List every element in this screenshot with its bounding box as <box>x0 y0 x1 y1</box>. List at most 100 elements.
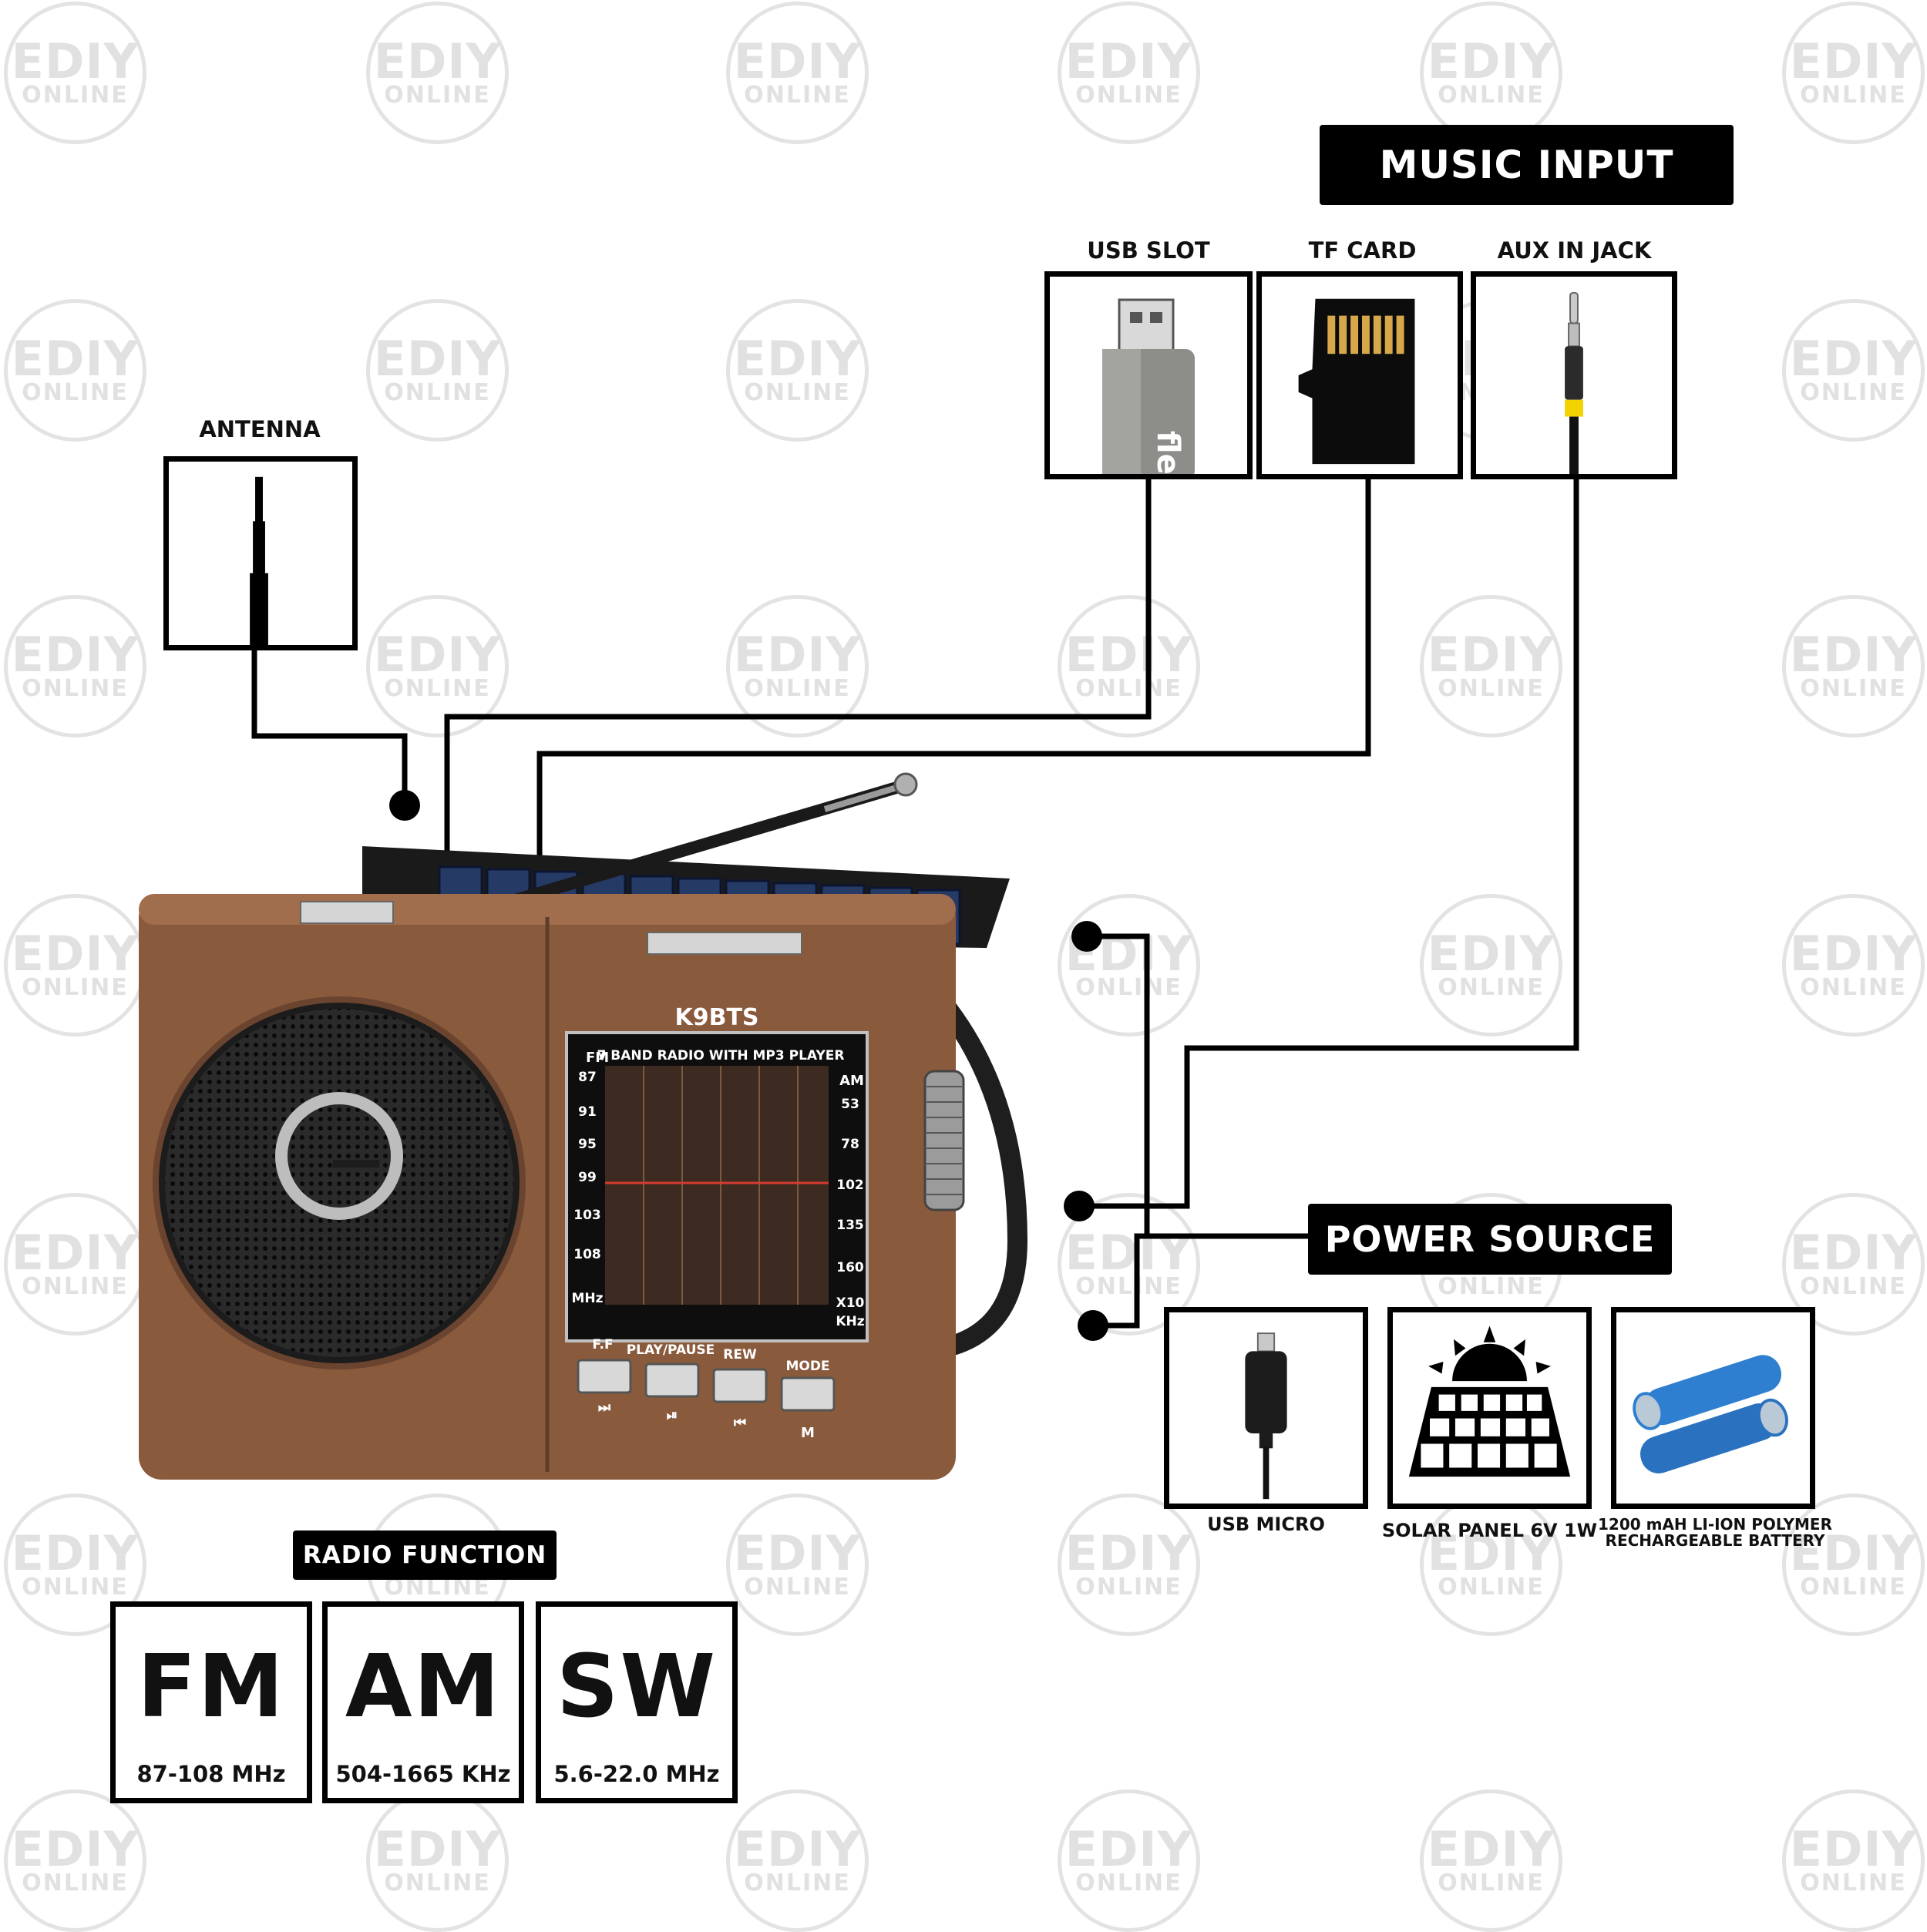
watermark-line2: ONLINE <box>1438 1272 1545 1300</box>
fm-scale-91: 91 <box>578 1104 597 1120</box>
mode-button-label: MODE <box>785 1359 829 1374</box>
watermark-line2: ONLINE <box>744 1573 851 1601</box>
watermark-line1: EDIY <box>11 32 140 89</box>
aux-jack-box <box>1471 271 1677 479</box>
watermark-line1: EDIY <box>1427 32 1555 89</box>
mode-symbol: M <box>801 1425 815 1441</box>
watermark-line2: ONLINE <box>1075 973 1182 1001</box>
band-sw-name: SW <box>556 1637 718 1737</box>
usb-connector <box>444 478 1152 886</box>
watermark-line1: EDIY <box>1064 32 1193 89</box>
watermark-line2: ONLINE <box>1438 81 1545 109</box>
watermark-line1: EDIY <box>11 1224 140 1281</box>
watermark-line1: EDIY <box>1427 925 1555 982</box>
solar-panel-label: SOLAR PANEL 6V 1W <box>1381 1520 1598 1541</box>
radio-dial-subtitle: 7 BAND RADIO WITH MP3 PLAYER <box>597 1048 845 1063</box>
play-pause-button <box>644 1362 700 1398</box>
watermark-line1: EDIY <box>1789 1524 1918 1581</box>
am-label: AM <box>839 1073 864 1089</box>
rew-button <box>712 1368 768 1403</box>
watermark-line1: EDIY <box>733 330 862 387</box>
usb-brand-text: fle <box>1150 431 1185 474</box>
radio-illustration: K9BTS 7 BAND RADIO WITH MP3 PLAYER FM AM… <box>131 763 1079 1487</box>
watermark-line1: EDIY <box>1064 1820 1193 1877</box>
antenna-box <box>163 456 358 650</box>
watermark-line1: EDIY <box>733 1820 862 1877</box>
watermark-line2: ONLINE <box>22 1573 129 1601</box>
radio-brand: K9BTS <box>674 1004 758 1031</box>
watermark-line2: ONLINE <box>384 378 491 406</box>
music-input-title: MUSIC INPUT <box>1379 143 1674 187</box>
band-fm-name: FM <box>137 1637 285 1737</box>
watermark-line1: EDIY <box>733 1524 862 1581</box>
band-am-box: AM 504-1665 KHz <box>322 1601 524 1803</box>
play-pause-button-label: PLAY/PAUSE <box>627 1342 715 1358</box>
am-scale-135: 135 <box>836 1218 864 1233</box>
watermark-line1: EDIY <box>733 32 862 89</box>
music-input-banner: MUSIC INPUT <box>1320 125 1734 205</box>
fm-scale-99: 99 <box>578 1170 597 1185</box>
rew-symbol: ⏮ <box>734 1415 746 1431</box>
watermark-line2: ONLINE <box>22 81 129 109</box>
watermark-line2: ONLINE <box>1075 1869 1182 1897</box>
rew-button-label: REW <box>723 1347 757 1362</box>
watermark-line1: EDIY <box>1789 925 1918 982</box>
antenna-label: ANTENNA <box>199 416 321 442</box>
watermark-line2: ONLINE <box>1075 81 1182 109</box>
band-am-range: 504-1665 KHz <box>335 1761 511 1787</box>
watermark-line2: ONLINE <box>744 674 851 702</box>
watermark-line2: ONLINE <box>1800 1573 1907 1601</box>
watermark-line2: ONLINE <box>1075 674 1182 702</box>
ff-button <box>577 1359 632 1394</box>
watermark-line1: EDIY <box>1789 1224 1918 1281</box>
band-fm-box: FM 87-108 MHz <box>110 1601 312 1803</box>
watermark-line2: ONLINE <box>384 81 491 109</box>
watermark-line2: ONLINE <box>384 1869 491 1897</box>
watermark-line2: ONLINE <box>1800 674 1907 702</box>
watermark-line1: EDIY <box>1427 1524 1555 1581</box>
am-scale-102: 102 <box>836 1178 864 1193</box>
audio-jack-icon <box>1565 291 1583 474</box>
usb-micro-cable-icon <box>1245 1332 1287 1500</box>
watermark-line2: ONLINE <box>1438 674 1545 702</box>
watermark-line1: EDIY <box>373 626 502 683</box>
watermark-line2: ONLINE <box>1800 378 1907 406</box>
speaker-grille <box>153 996 526 1369</box>
usb-micro-label: USB MICRO <box>1207 1514 1325 1535</box>
antenna-connector <box>251 647 408 805</box>
power-source-banner: POWER SOURCE <box>1308 1204 1672 1275</box>
aux-connector <box>1079 478 1579 1209</box>
watermark-line2: ONLINE <box>1800 1869 1907 1897</box>
watermark-line1: EDIY <box>1427 626 1555 683</box>
fm-unit: MHz <box>571 1291 603 1306</box>
am-scale-78: 78 <box>841 1137 859 1152</box>
watermark-line1: EDIY <box>11 330 140 387</box>
watermark-line2: ONLINE <box>744 1869 851 1897</box>
watermark-line1: EDIY <box>1789 330 1918 387</box>
band-sw-range: 5.6-22.0 MHz <box>553 1761 720 1787</box>
watermark-line1: EDIY <box>11 1820 140 1877</box>
solar-connector <box>1093 1233 1330 1329</box>
watermark-line1: EDIY <box>1427 1820 1555 1877</box>
watermark-line2: ONLINE <box>22 674 129 702</box>
watermark-line1: EDIY <box>11 1524 140 1581</box>
watermark-line2: ONLINE <box>22 973 129 1001</box>
solar-connector-dot <box>1078 1310 1108 1341</box>
watermark-line1: EDIY <box>1789 1820 1918 1877</box>
